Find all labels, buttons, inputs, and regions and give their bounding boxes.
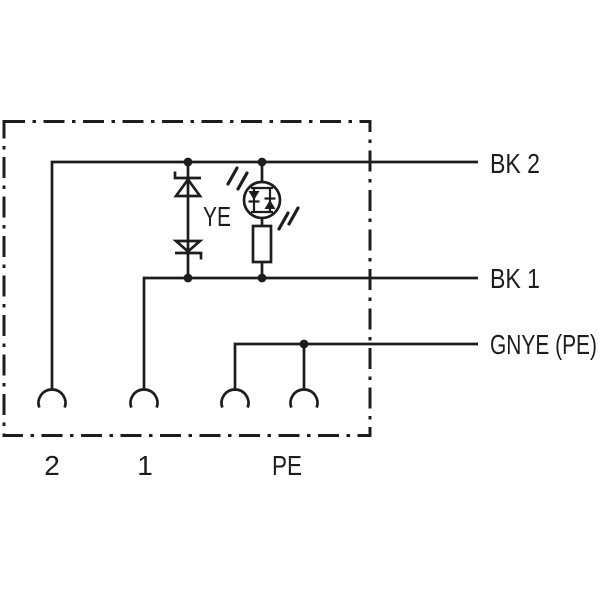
label-bk2: BK 2 [490,148,540,179]
led-diode-left [248,191,260,200]
junction-dot [257,157,267,167]
label-gnye-pe: GNYE (PE) [490,329,597,360]
pin-contact-1 [129,388,159,409]
led-light-rays-top-left [226,166,249,191]
pin-contact-2 [37,388,67,409]
wire-bk2 [50,160,478,390]
wire-gnye-pe [233,342,478,390]
pin-contact-pe-right [289,388,319,409]
led-indicator [226,166,300,231]
label-pin-1: 1 [137,450,153,481]
zener-cathode-bar [175,251,203,260]
junction-dot [183,273,193,283]
junction-dot [183,157,193,167]
label-pin-2: 2 [44,450,60,481]
zener-cathode-bar [173,171,201,180]
resistor [251,224,273,264]
pin-contact-pe-left [220,388,250,409]
junction-dot [257,273,267,283]
junction-dot [299,339,309,349]
suppressor-diode-top [173,171,203,198]
led-diode-right [264,200,276,209]
wire-bk1 [142,276,478,390]
diode-triangle [173,177,203,198]
led-light-rays-bottom-right [277,206,300,231]
label-led-color: YE [203,201,231,232]
label-bk1: BK 1 [490,263,540,294]
suppressor-diode-bottom [172,239,204,260]
led-inner-frame [251,186,273,214]
diode-triangle [172,239,204,254]
label-pin-pe: PE [272,450,302,481]
